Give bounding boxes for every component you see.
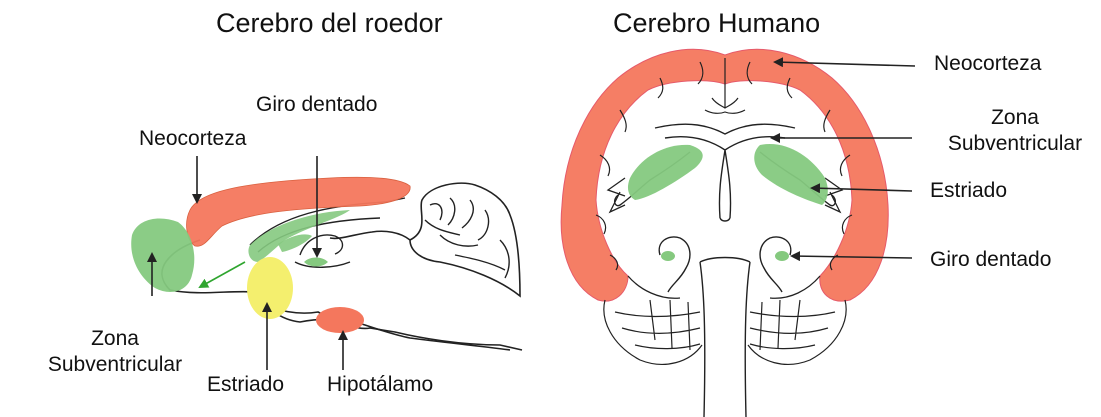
human-temporal-outline — [628, 276, 820, 298]
human-brainstem — [700, 258, 750, 417]
rodent-migration-arrow — [200, 262, 245, 287]
human-hippocampus-right — [760, 237, 791, 292]
human-brain — [561, 49, 915, 417]
human-hippocampus-left — [659, 237, 690, 292]
human-cerebellum-right — [748, 300, 846, 364]
human-striatum-left — [628, 145, 703, 200]
human-ventricle-tip-right — [825, 178, 842, 212]
human-dentate-right — [775, 251, 789, 261]
human-dentate-left — [661, 251, 675, 261]
rodent-dentate-region — [304, 258, 328, 267]
rodent-svz-region — [131, 218, 194, 291]
human-ventricle-tip-left — [608, 178, 625, 212]
human-striatum-right — [754, 144, 828, 205]
human-cerebellum-left — [604, 300, 702, 364]
rodent-cerebellum-folds — [425, 198, 509, 278]
rodent-brain — [131, 156, 522, 370]
rodent-striatum-region — [247, 257, 293, 319]
rodent-hypothalamus-region — [316, 307, 364, 333]
rodent-ventral-outline — [255, 292, 510, 350]
human-giro-dentado-arrow — [792, 256, 912, 258]
